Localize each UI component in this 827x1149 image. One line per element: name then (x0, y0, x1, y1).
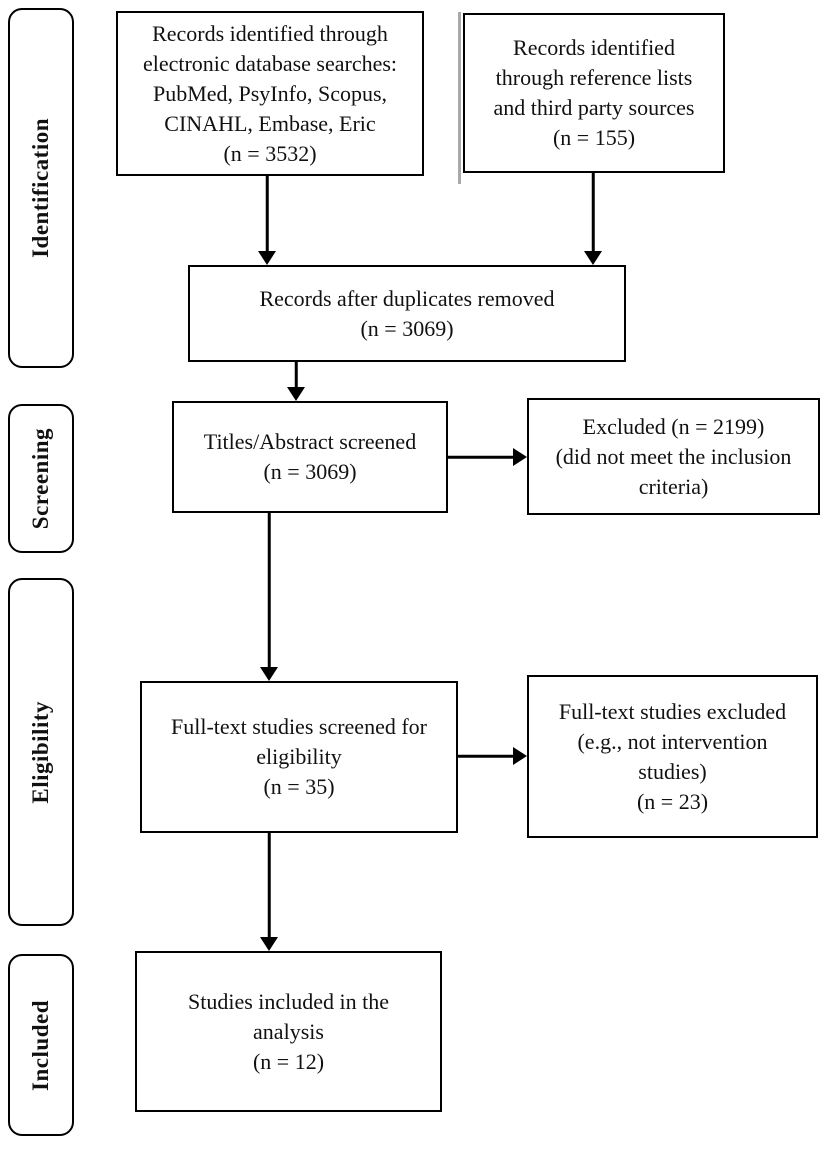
stage-screening-label: Screening (28, 427, 53, 530)
box-text-line: (n = 3532) (223, 140, 317, 166)
box-text-line: (e.g., not intervention (577, 728, 768, 754)
box-after-duplicates: Records after duplicates removed (n = 30… (188, 265, 626, 362)
arrow-shaft (458, 754, 516, 758)
arrow-reference-to-duplicates (584, 173, 602, 265)
arrowhead-down-icon (260, 937, 278, 951)
box-fulltext-screened: Full-text studies screened for eligibili… (140, 681, 458, 833)
box-fulltext-excluded: Full-text studies excluded (e.g., not in… (527, 675, 818, 838)
box-text-line: electronic database searches: (142, 50, 398, 76)
stage-eligibility-label: Eligibility (28, 700, 53, 804)
arrow-titles-to-excluded (448, 448, 527, 466)
arrow-shaft (267, 513, 271, 670)
box-text-line: analysis (253, 1018, 324, 1044)
arrowhead-down-icon (287, 387, 305, 401)
box-text-line: studies) (638, 758, 707, 784)
arrowhead-right-icon (513, 747, 527, 765)
box-text-line: (n = 155) (552, 125, 636, 150)
box-text-line: (did not meet the inclusion (555, 443, 792, 469)
arrow-shaft (591, 173, 595, 254)
arrow-titles-to-fulltext (260, 513, 278, 681)
box-text-line: Records identified through (152, 20, 388, 46)
stage-eligibility: Eligibility (8, 578, 74, 926)
stage-screening: Screening (8, 404, 74, 553)
arrow-shaft (294, 362, 298, 390)
box-titles-screened: Titles/Abstract screened (n = 3069) (172, 401, 448, 513)
arrow-shaft (267, 833, 271, 940)
box-database-records: Records identified through electronic da… (116, 11, 424, 176)
box-reference-records: Records identified through reference lis… (463, 13, 725, 173)
box-text-line: Records after duplicates removed (259, 285, 555, 311)
box-text-line: (n = 12) (252, 1048, 325, 1074)
stage-identification-label: Identification (28, 118, 53, 258)
box-text-line: Full-text studies screened for (171, 714, 427, 739)
arrow-shaft (265, 176, 269, 254)
box-text-line: through reference lists (495, 65, 693, 90)
box-text-line: (n = 3069) (360, 315, 454, 341)
stage-identification: Identification (8, 8, 74, 368)
scan-artifact-line (458, 12, 461, 184)
box-text-line: (n = 35) (263, 774, 335, 799)
stage-included: Included (8, 954, 74, 1136)
box-text-line: CINAHL, Embase, Eric (164, 110, 376, 136)
box-text-line: Studies included in the (187, 988, 390, 1014)
box-text-line: Full-text studies excluded (558, 698, 787, 724)
arrow-shaft (448, 455, 516, 459)
box-text-line: PubMed, PsyInfo, Scopus, (152, 80, 388, 106)
arrow-fulltext-to-excluded (458, 747, 527, 765)
box-text-line: eligibility (256, 744, 342, 769)
box-text-line: (n = 23) (636, 788, 709, 814)
arrow-fulltext-to-included (260, 833, 278, 951)
arrow-duplicates-to-titles (287, 362, 305, 401)
box-text-line: (n = 3069) (263, 459, 357, 484)
box-excluded-screening: Excluded (n = 2199) (did not meet the in… (527, 398, 820, 515)
arrowhead-right-icon (513, 448, 527, 466)
box-included-studies: Studies included in the analysis (n = 12… (135, 951, 442, 1112)
box-text-line: criteria) (638, 473, 709, 499)
stage-included-label: Included (28, 999, 53, 1091)
arrow-database-to-duplicates (258, 176, 276, 265)
box-text-line: Excluded (n = 2199) (582, 413, 765, 439)
box-text-line: and third party sources (493, 95, 695, 120)
box-text-line: Titles/Abstract screened (203, 429, 417, 454)
arrowhead-down-icon (584, 251, 602, 265)
arrowhead-down-icon (260, 667, 278, 681)
box-text-line: Records identified (513, 35, 675, 60)
arrowhead-down-icon (258, 251, 276, 265)
